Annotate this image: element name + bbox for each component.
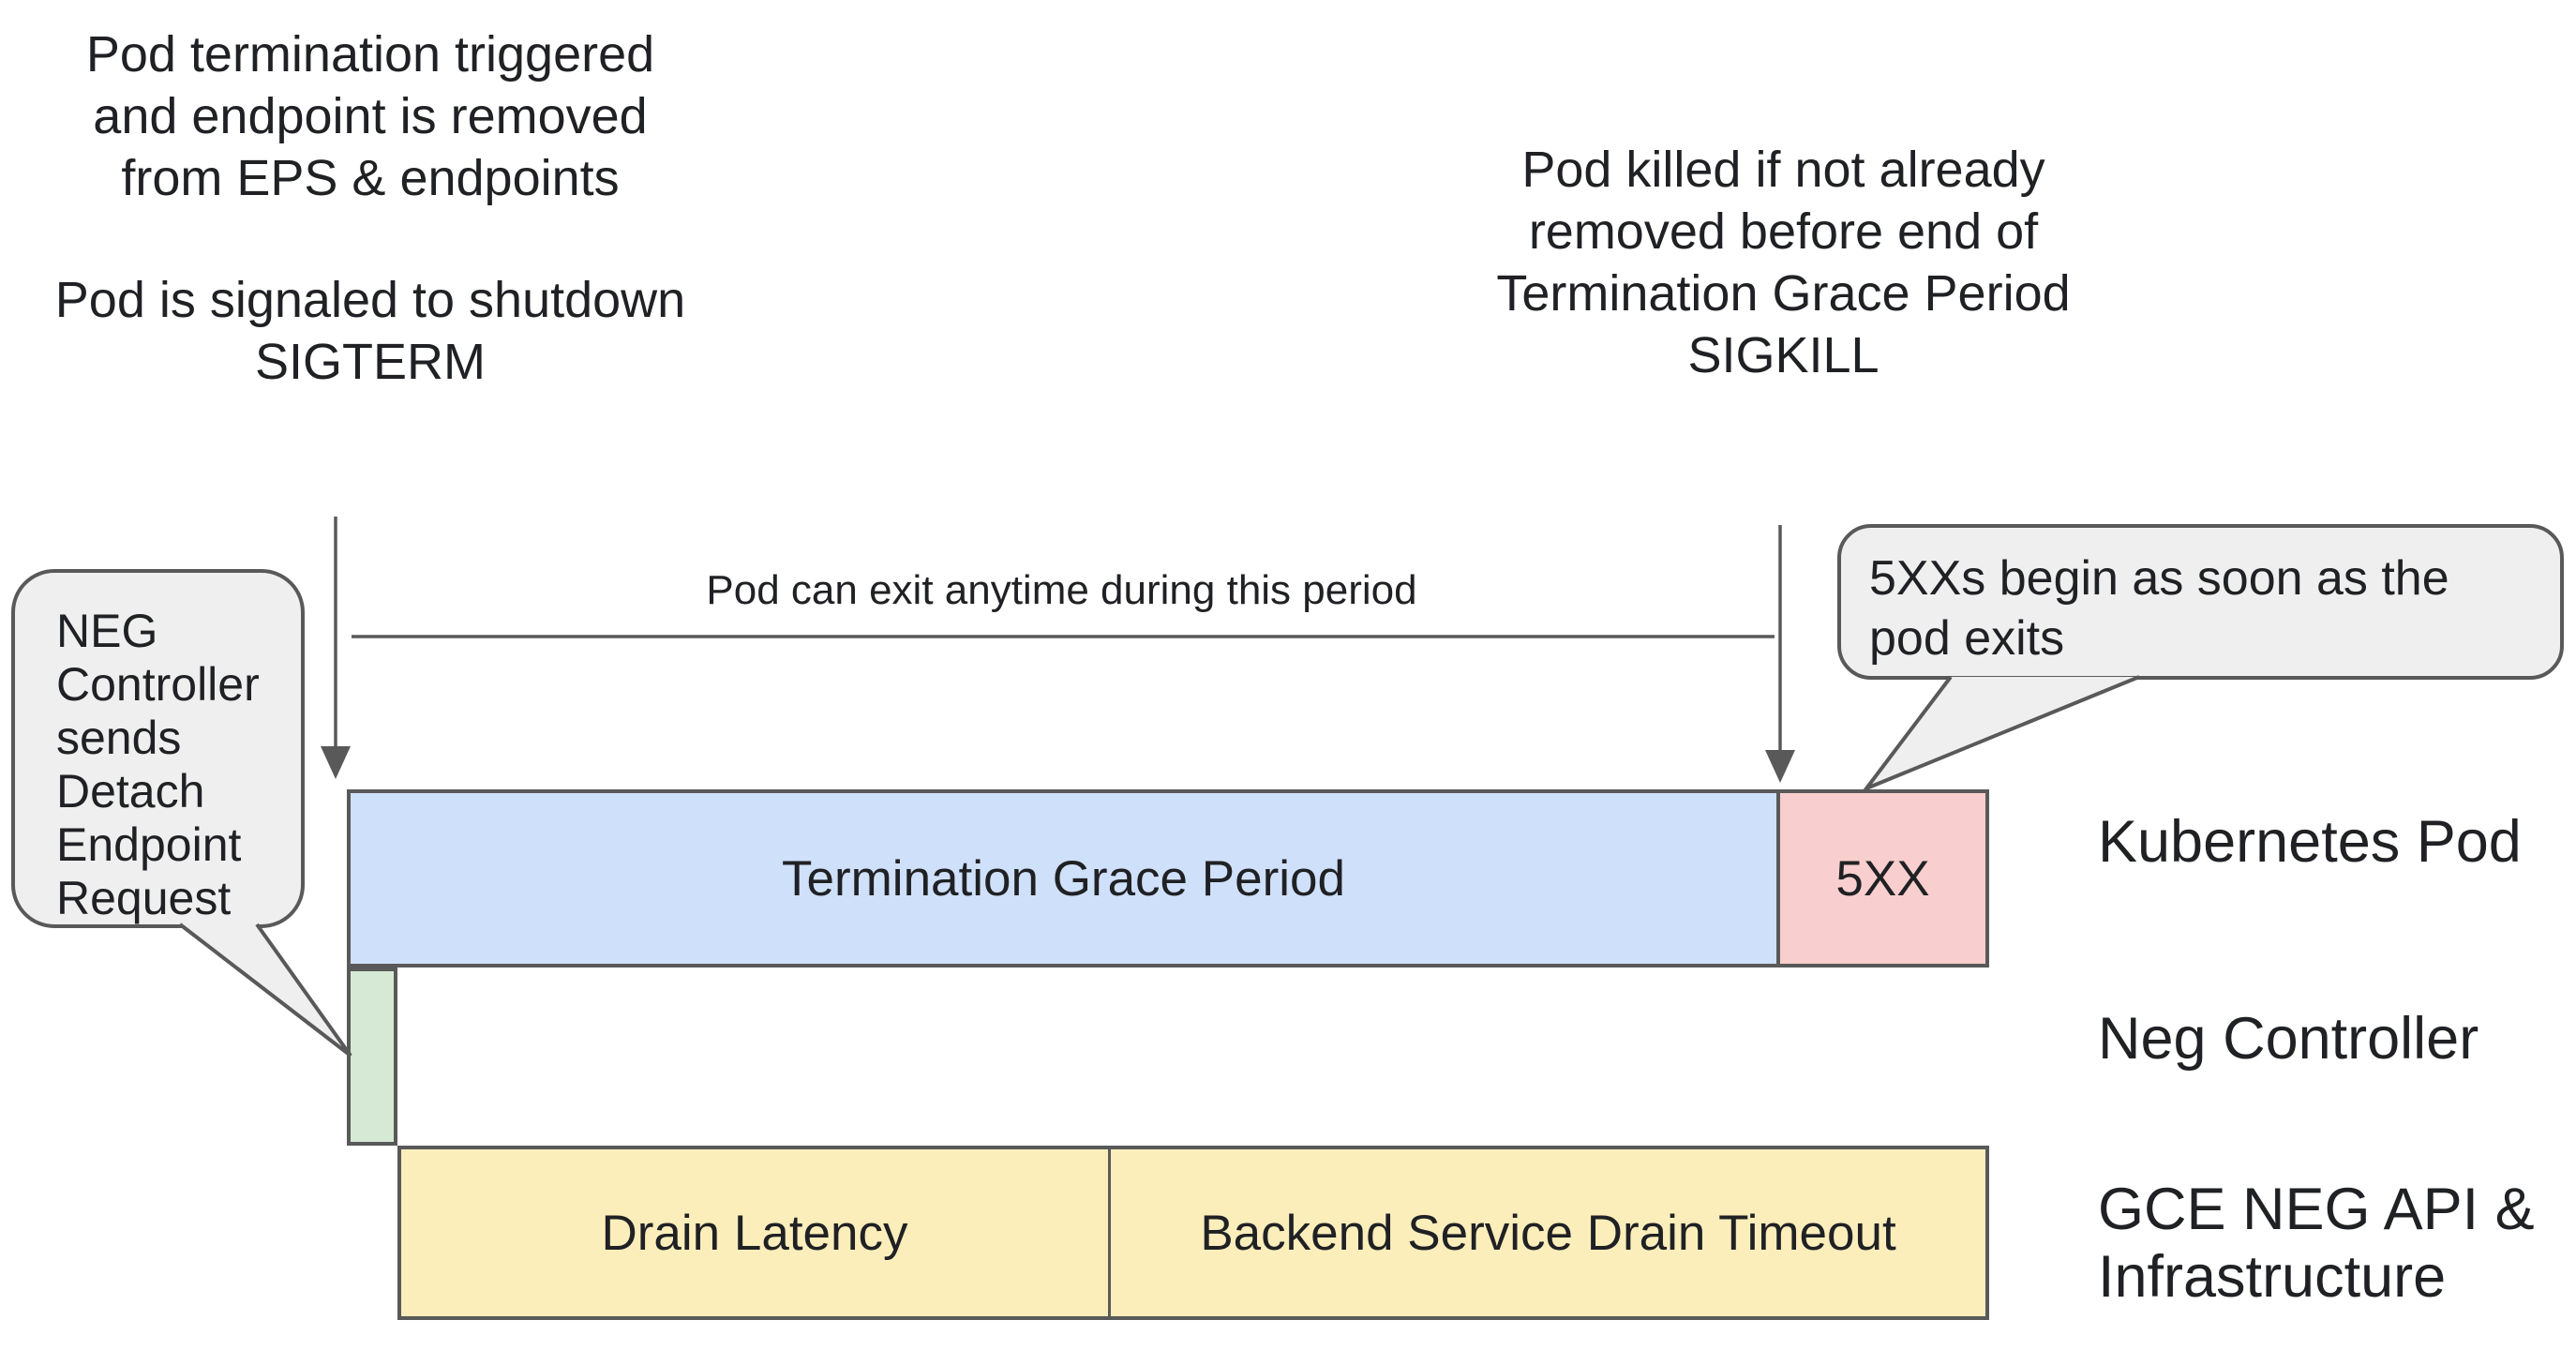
drain-latency-bar: Drain Latency: [401, 1149, 1111, 1316]
callout-line: 5XXs begin as soon as the: [1869, 551, 2449, 606]
five-xx-bar: 5XX: [1780, 793, 1985, 964]
callout-line: pod exits: [1869, 611, 2065, 666]
paragraph-gap: [37, 209, 703, 269]
callout-line: sends: [56, 712, 182, 764]
backend-service-drain-timeout-bar: Backend Service Drain Timeout: [1111, 1149, 1985, 1316]
lane-label-gce-neg-api: GCE NEG API & Infrastructure: [2098, 1176, 2535, 1311]
lane-label-line: Infrastructure: [2098, 1244, 2447, 1310]
lane-label-kubernetes-pod: Kubernetes Pod: [2098, 809, 2522, 875]
five-xx-callout: 5XXs begin as soon as the pod exits: [1837, 524, 2564, 680]
note-line: SIGKILL: [1687, 327, 1880, 383]
sigkill-arrowhead-icon: [1765, 750, 1795, 783]
callout-line: NEG: [56, 605, 158, 657]
neg-controller-bar: [347, 968, 397, 1146]
right-callout-tail: [1861, 675, 2140, 793]
note-line: Pod is signaled to shutdown: [54, 272, 686, 328]
note-line: Termination Grace Period: [1496, 265, 2071, 322]
note-line: Pod killed if not already: [1521, 142, 2045, 198]
note-line: SIGTERM: [254, 334, 486, 390]
note-line: from EPS & endpoints: [121, 150, 620, 206]
sigterm-arrowhead-icon: [321, 746, 351, 779]
neg-controller-callout: NEG Controller sends Detach Endpoint Req…: [11, 569, 305, 928]
callout-line: Endpoint: [56, 818, 242, 871]
five-xx-label: 5XX: [1835, 850, 1930, 907]
lane-label-line: GCE NEG API &: [2098, 1177, 2535, 1242]
note-pod-killed-sigkill: Pod killed if not already removed before…: [1448, 139, 2119, 386]
lane-label-neg-controller: Neg Controller: [2098, 1006, 2479, 1072]
gce-drain-bar: Drain Latency Backend Service Drain Time…: [397, 1146, 1989, 1320]
note-pod-termination-triggered: Pod termination triggered and endpoint i…: [37, 23, 703, 393]
drain-latency-label: Drain Latency: [601, 1205, 908, 1261]
backend-service-drain-timeout-label: Backend Service Drain Timeout: [1200, 1205, 1896, 1261]
callout-line: Request: [56, 872, 232, 924]
callout-line: Detach: [56, 765, 205, 818]
kubernetes-pod-bar: Termination Grace Period 5XX: [347, 789, 1989, 968]
note-line: and endpoint is removed: [93, 88, 648, 144]
termination-grace-period-label: Termination Grace Period: [782, 850, 1345, 907]
note-line: Pod termination triggered: [85, 26, 655, 82]
period-annotation: Pod can exit anytime during this period: [706, 567, 1417, 613]
callout-line: Controller: [56, 658, 260, 711]
termination-grace-period-bar: Termination Grace Period: [351, 793, 1780, 964]
left-callout-tail: [178, 922, 352, 1058]
note-line: removed before end of: [1528, 203, 2039, 260]
